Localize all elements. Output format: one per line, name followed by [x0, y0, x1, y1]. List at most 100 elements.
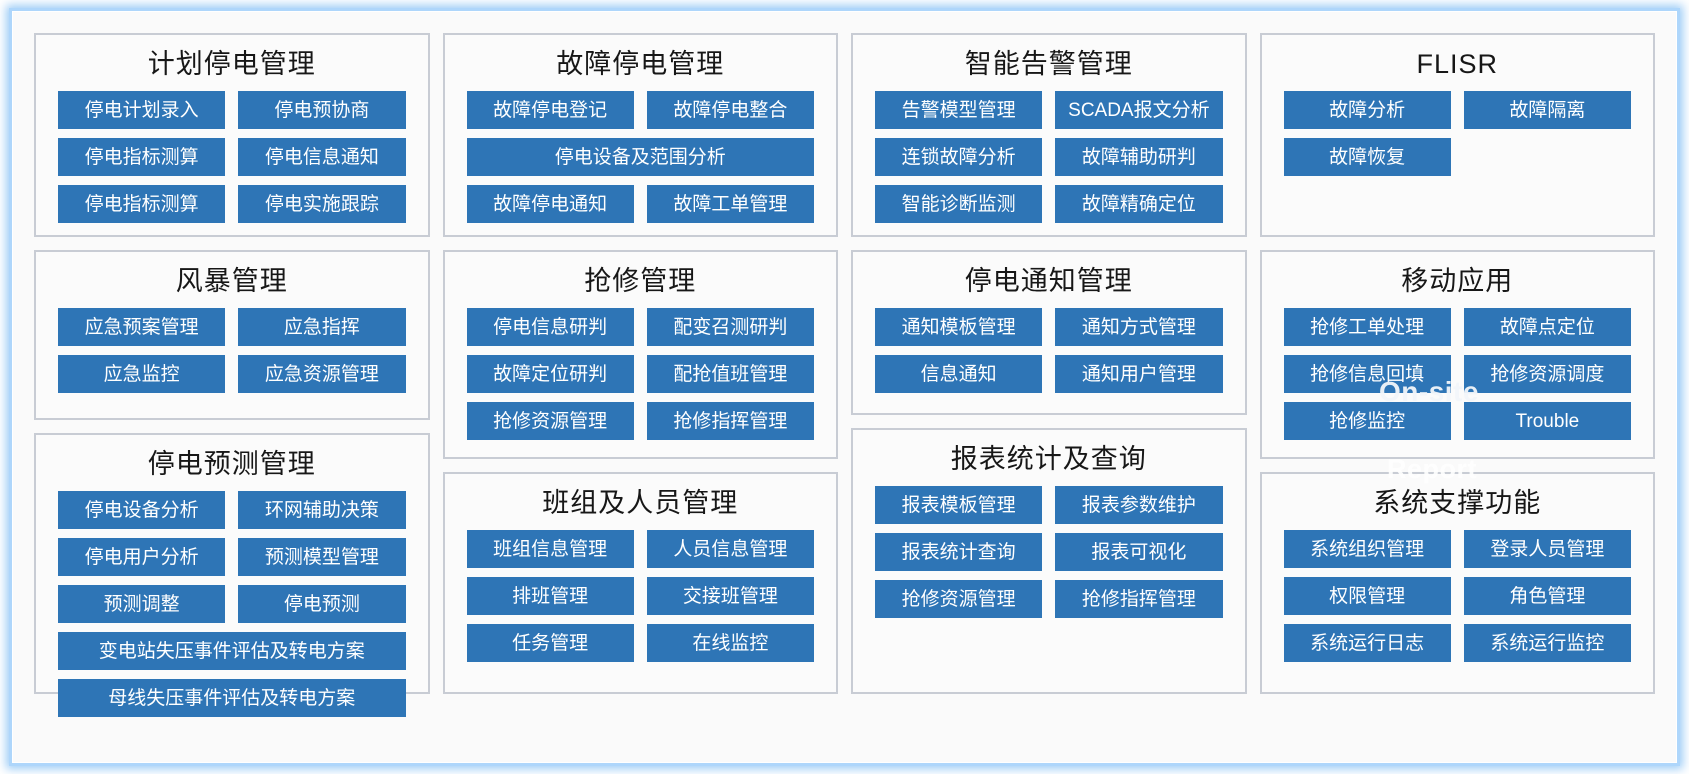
button-system-support-functions-2-2[interactable]: 角色管理 — [1463, 577, 1631, 616]
button-outage-forecast-management-3-2[interactable]: 停电预测 — [238, 585, 406, 624]
panel-spacer — [1284, 176, 1632, 221]
panel-title-team-and-personnel-management: 班组及人员管理 — [542, 488, 739, 518]
panel-team-and-personnel-management: 班组及人员管理班组信息管理人员信息管理排班管理交接班管理任务管理在线监控 — [442, 472, 838, 694]
button-planned-outage-management-1-2[interactable]: 停电预协商 — [238, 91, 406, 130]
panel-spacer — [467, 440, 815, 443]
button-outage-forecast-management-2-2[interactable]: 预测模型管理 — [238, 538, 406, 577]
button-outage-forecast-management-3-1[interactable]: 预测调整 — [58, 585, 226, 624]
button-row: 抢修资源管理抢修指挥管理 — [875, 580, 1223, 619]
button-fault-outage-management-1-2[interactable]: 故障停电整合 — [646, 91, 814, 130]
button-emergency-repair-management-2-1[interactable]: 故障定位研判 — [466, 355, 634, 394]
button-intelligent-alarm-management-2-1[interactable]: 连锁故障分析 — [875, 138, 1043, 177]
button-team-and-personnel-management-2-2[interactable]: 交接班管理 — [646, 577, 814, 616]
button-planned-outage-management-2-2[interactable]: 停电信息通知 — [238, 138, 406, 177]
button-mobile-application-2-1[interactable]: 抢修信息回填 — [1283, 355, 1451, 394]
button-fault-outage-management-3-1[interactable]: 故障停电通知 — [466, 185, 634, 224]
button-outage-forecast-management-1-2[interactable]: 环网辅助决策 — [238, 491, 406, 530]
button-row: 连锁故障分析故障辅助研判 — [875, 138, 1223, 177]
button-planned-outage-management-2-1[interactable]: 停电指标测算 — [58, 138, 226, 177]
button-row: 故障分析故障隔离 — [1283, 91, 1631, 130]
button-mobile-application-1-2[interactable]: 故障点定位 — [1463, 308, 1631, 347]
button-report-statistics-and-query-2-1[interactable]: 报表统计查询 — [875, 533, 1043, 572]
button-system-support-functions-1-1[interactable]: 系统组织管理 — [1283, 530, 1451, 569]
button-fault-outage-management-2-1[interactable]: 停电设备及范围分析 — [466, 138, 814, 177]
button-storm-management-1-1[interactable]: 应急预案管理 — [58, 308, 226, 347]
button-outage-notification-management-1-2[interactable]: 通知方式管理 — [1055, 308, 1223, 347]
button-report-statistics-and-query-1-2[interactable]: 报表参数维护 — [1055, 486, 1223, 525]
button-row: 停电指标测算停电信息通知 — [58, 138, 406, 177]
button-rows: 应急预案管理应急指挥应急监控应急资源管理 — [58, 308, 406, 394]
button-planned-outage-management-3-2[interactable]: 停电实施跟踪 — [238, 185, 406, 224]
button-system-support-functions-1-2[interactable]: 登录人员管理 — [1463, 530, 1631, 569]
panel-report-statistics-and-query: 报表统计及查询报表模板管理报表参数维护报表统计查询报表可视化抢修资源管理抢修指挥… — [851, 428, 1247, 694]
button-intelligent-alarm-management-2-2[interactable]: 故障辅助研判 — [1055, 138, 1223, 177]
button-row: 故障停电通知故障工单管理 — [466, 185, 814, 224]
button-team-and-personnel-management-2-1[interactable]: 排班管理 — [466, 577, 634, 616]
button-system-support-functions-2-1[interactable]: 权限管理 — [1283, 577, 1451, 616]
button-report-statistics-and-query-3-2[interactable]: 抢修指挥管理 — [1055, 580, 1223, 619]
button-intelligent-alarm-management-1-1[interactable]: 告警模型管理 — [875, 91, 1043, 130]
button-outage-forecast-management-4-1[interactable]: 变电站失压事件评估及转电方案 — [58, 632, 406, 671]
button-flisr-1-2[interactable]: 故障隔离 — [1463, 91, 1631, 130]
button-row: 故障恢复 — [1283, 138, 1632, 177]
button-row: 报表统计查询报表可视化 — [875, 533, 1223, 572]
button-row: 任务管理在线监控 — [466, 624, 814, 663]
button-row: 通知模板管理通知方式管理 — [875, 308, 1223, 347]
button-planned-outage-management-3-1[interactable]: 停电指标测算 — [58, 185, 226, 224]
button-flisr-2-1[interactable]: 故障恢复 — [1283, 138, 1451, 177]
button-outage-notification-management-1-1[interactable]: 通知模板管理 — [875, 308, 1043, 347]
button-placeholder — [1464, 138, 1631, 176]
panel-title-system-support-functions: 系统支撑功能 — [1373, 488, 1542, 518]
button-mobile-application-3-2[interactable]: Trouble — [1463, 402, 1631, 441]
button-intelligent-alarm-management-3-1[interactable]: 智能诊断监测 — [875, 185, 1043, 224]
button-mobile-application-3-1[interactable]: 抢修监控 — [1283, 402, 1451, 441]
button-emergency-repair-management-1-2[interactable]: 配变召测研判 — [646, 308, 814, 347]
button-outage-forecast-management-5-1[interactable]: 母线失压事件评估及转电方案 — [58, 679, 406, 718]
panel-title-flisr: FLISR — [1416, 49, 1499, 79]
page-frame: 计划停电管理停电计划录入停电预协商停电指标测算停电信息通知停电指标测算停电实施跟… — [9, 8, 1680, 766]
button-row: 应急监控应急资源管理 — [58, 355, 406, 394]
panel-system-support-functions: 系统支撑功能系统组织管理登录人员管理权限管理角色管理系统运行日志系统运行监控 — [1259, 472, 1655, 694]
button-row: 排班管理交接班管理 — [466, 577, 814, 616]
panel-spacer — [875, 393, 1223, 399]
button-emergency-repair-management-2-2[interactable]: 配抢值班管理 — [646, 355, 814, 394]
button-storm-management-1-2[interactable]: 应急指挥 — [238, 308, 406, 347]
button-storm-management-2-1[interactable]: 应急监控 — [58, 355, 226, 394]
button-outage-notification-management-2-1[interactable]: 信息通知 — [875, 355, 1043, 394]
button-system-support-functions-3-1[interactable]: 系统运行日志 — [1283, 624, 1451, 663]
button-team-and-personnel-management-1-1[interactable]: 班组信息管理 — [466, 530, 634, 569]
button-team-and-personnel-management-3-2[interactable]: 在线监控 — [646, 624, 814, 663]
button-emergency-repair-management-3-2[interactable]: 抢修指挥管理 — [646, 402, 814, 441]
button-row: 抢修信息回填抢修资源调度 — [1283, 355, 1631, 394]
button-emergency-repair-management-1-1[interactable]: 停电信息研判 — [466, 308, 634, 347]
button-system-support-functions-3-2[interactable]: 系统运行监控 — [1463, 624, 1631, 663]
button-outage-forecast-management-1-1[interactable]: 停电设备分析 — [58, 491, 226, 530]
button-fault-outage-management-3-2[interactable]: 故障工单管理 — [646, 185, 814, 224]
button-outage-forecast-management-2-1[interactable]: 停电用户分析 — [58, 538, 226, 577]
button-mobile-application-1-1[interactable]: 抢修工单处理 — [1283, 308, 1451, 347]
button-row: 故障定位研判配抢值班管理 — [466, 355, 814, 394]
button-emergency-repair-management-3-1[interactable]: 抢修资源管理 — [466, 402, 634, 441]
button-report-statistics-and-query-2-2[interactable]: 报表可视化 — [1055, 533, 1223, 572]
button-row: 停电计划录入停电预协商 — [58, 91, 406, 130]
panel-spacer — [1284, 440, 1632, 443]
button-intelligent-alarm-management-3-2[interactable]: 故障精确定位 — [1055, 185, 1223, 224]
button-row: 抢修监控 Trouble — [1283, 402, 1631, 441]
panel-outage-forecast-management: 停电预测管理停电设备分析环网辅助决策停电用户分析预测模型管理预测调整停电预测变电… — [34, 433, 430, 718]
button-outage-notification-management-2-2[interactable]: 通知用户管理 — [1055, 355, 1223, 394]
button-storm-management-2-2[interactable]: 应急资源管理 — [238, 355, 406, 394]
button-report-statistics-and-query-3-1[interactable]: 抢修资源管理 — [875, 580, 1043, 619]
button-intelligent-alarm-management-1-2[interactable]: SCADA报文分析 — [1055, 91, 1223, 130]
button-team-and-personnel-management-1-2[interactable]: 人员信息管理 — [646, 530, 814, 569]
button-row: 告警模型管理 SCADA报文分析 — [875, 91, 1223, 130]
button-planned-outage-management-1-1[interactable]: 停电计划录入 — [58, 91, 226, 130]
button-mobile-application-2-2[interactable]: 抢修资源调度 — [1463, 355, 1631, 394]
button-flisr-1-1[interactable]: 故障分析 — [1283, 91, 1451, 130]
button-report-statistics-and-query-1-1[interactable]: 报表模板管理 — [875, 486, 1043, 525]
button-rows: 故障分析故障隔离故障恢复 — [1283, 91, 1632, 177]
button-fault-outage-management-1-1[interactable]: 故障停电登记 — [466, 91, 634, 130]
button-team-and-personnel-management-3-1[interactable]: 任务管理 — [466, 624, 634, 663]
button-row: 故障停电登记故障停电整合 — [466, 91, 814, 130]
